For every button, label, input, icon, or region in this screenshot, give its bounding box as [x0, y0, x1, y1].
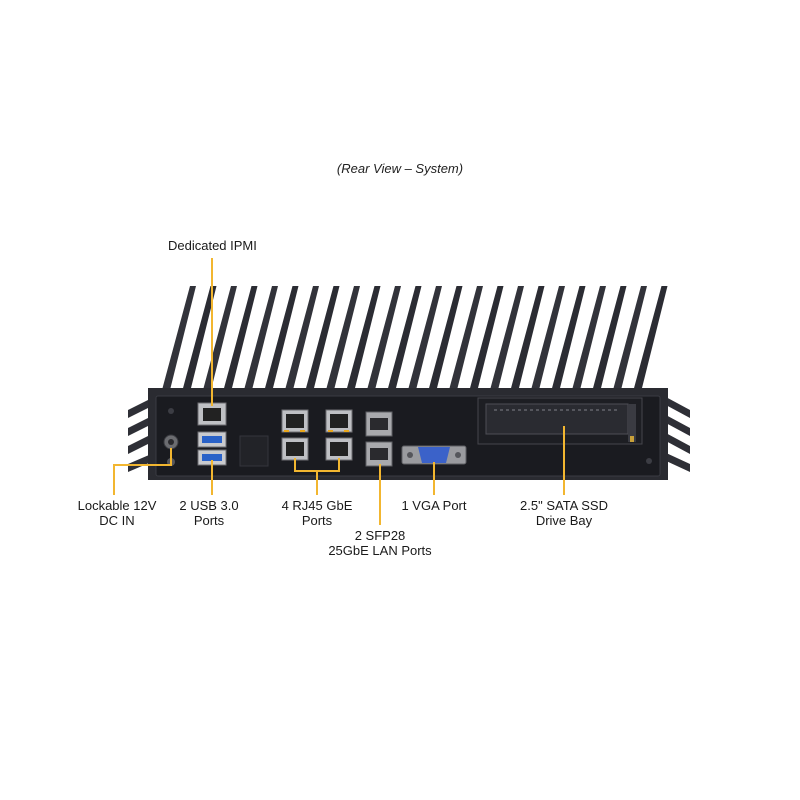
sfp28-ports: [365, 411, 393, 467]
heatsink-fin: [531, 286, 565, 390]
heatsink-fin: [367, 286, 401, 390]
heatsink-fin: [469, 286, 504, 390]
heatsink-fin: [408, 286, 442, 390]
label-dedicated-ipmi: Dedicated IPMI: [168, 238, 257, 253]
heatsink-fin: [428, 286, 463, 390]
rj45-ports: [281, 409, 353, 461]
heatsink-fin: [572, 286, 606, 390]
ssd-drive-bay: [477, 397, 643, 445]
label-usb-ports: 2 USB 3.0 Ports: [179, 498, 239, 528]
heatsink-fin: [551, 286, 586, 390]
callout-lines: [113, 258, 565, 525]
label-dc-in: Lockable 12V DC IN: [77, 498, 157, 528]
heatsink-fin: [285, 286, 319, 390]
heatsink-fin: [633, 286, 668, 390]
blank-plate: [239, 435, 269, 467]
heatsink-fin: [305, 286, 340, 390]
label-rj45-ports: 4 RJ45 GbE Ports: [281, 498, 353, 528]
heatsink-fin: [264, 286, 299, 390]
usb-3-ports: [197, 431, 227, 466]
vga-port: [401, 445, 467, 465]
heatsink-fin: [613, 286, 647, 390]
heatsink-fin: [592, 286, 627, 390]
heatsink-fins: [162, 286, 668, 390]
label-ssd-bay: 2.5" SATA SSD Drive Bay: [520, 498, 608, 528]
heatsink-fin: [162, 286, 196, 390]
label-sfp28-ports: 2 SFP28 25GbE LAN Ports: [328, 528, 432, 558]
heatsink-fin: [346, 286, 381, 390]
ipmi-port: [197, 402, 227, 426]
heatsink-fin: [510, 286, 545, 390]
side-fins-right: [664, 396, 690, 472]
heatsink-fin: [449, 286, 483, 390]
figure-caption: (Rear View – System): [336, 161, 464, 176]
screw: [646, 458, 652, 464]
heatsink-fin: [182, 286, 217, 390]
heatsink-fin: [387, 286, 422, 390]
screw: [168, 408, 174, 414]
heatsink-fin: [223, 286, 258, 390]
label-vga-port: 1 VGA Port: [401, 498, 467, 513]
heatsink-fin: [326, 286, 360, 390]
heatsink-fin: [244, 286, 278, 390]
heatsink-fin: [490, 286, 524, 390]
